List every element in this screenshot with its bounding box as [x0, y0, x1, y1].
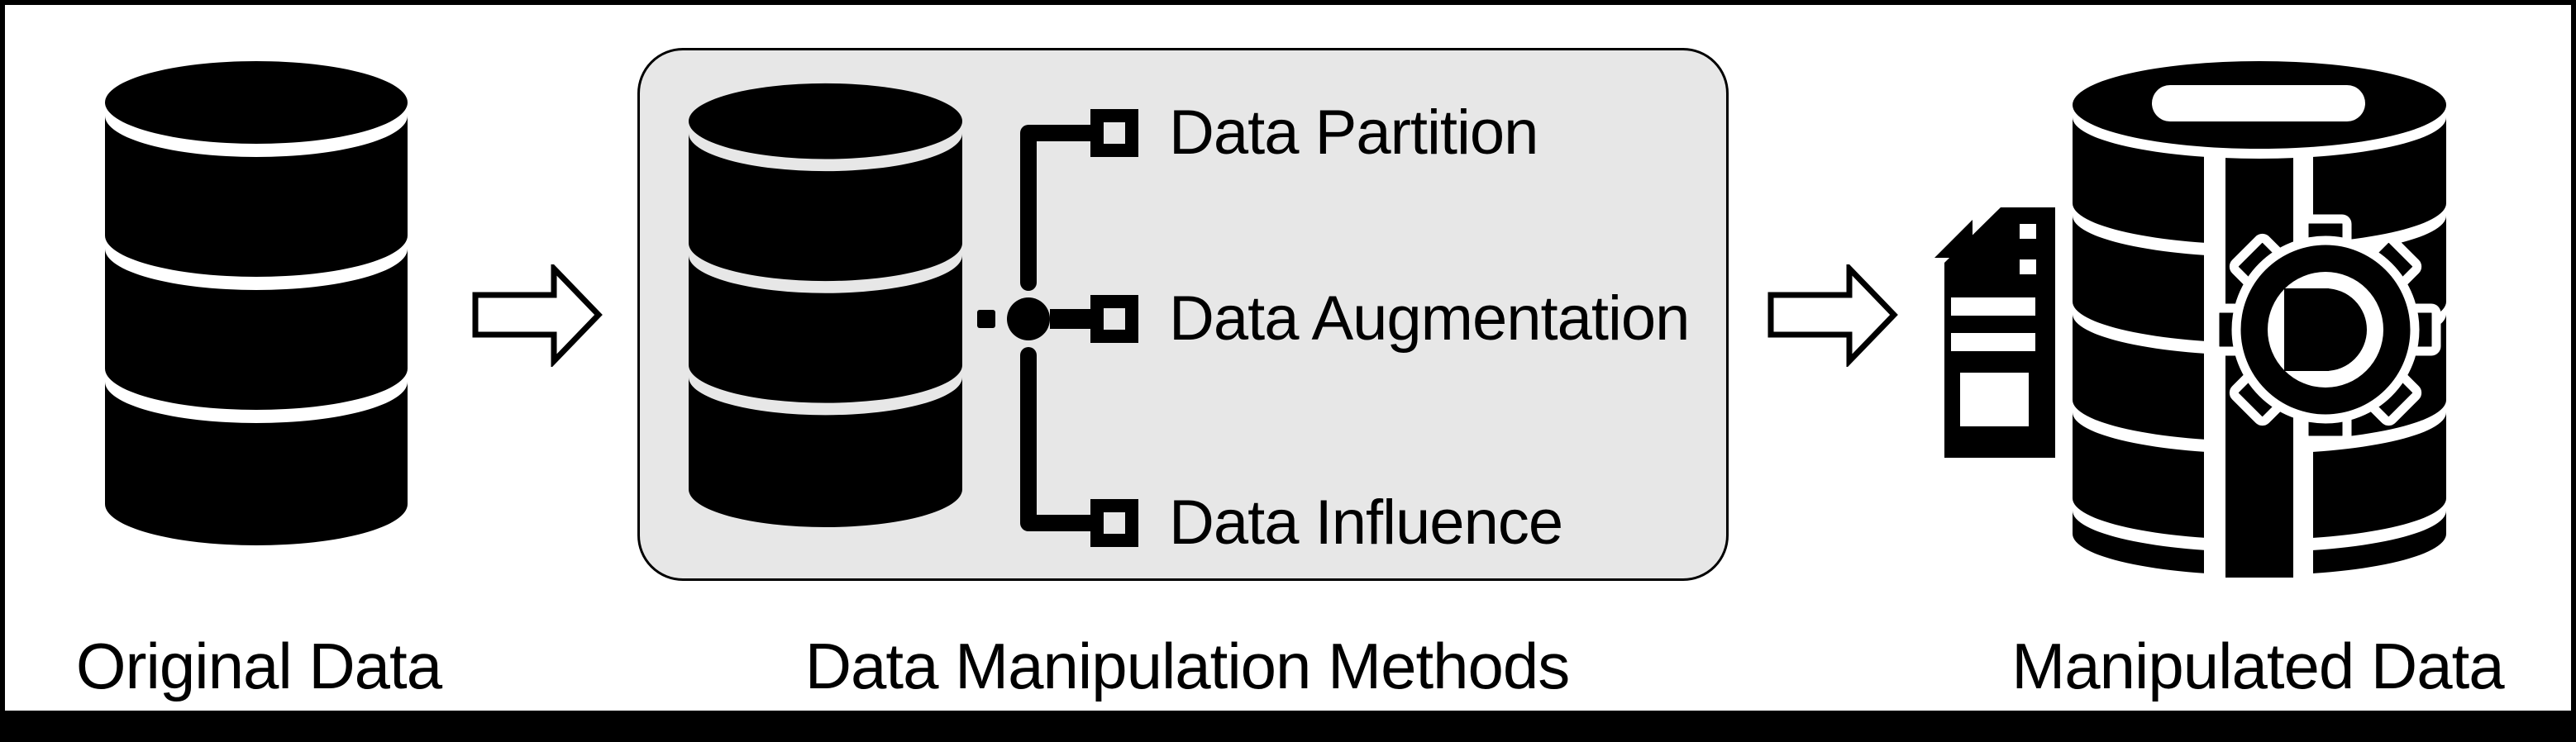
method-item-data-augmentation: Data Augmentation	[1169, 283, 1690, 354]
manipulated-data-label: Manipulated Data	[2011, 630, 2504, 702]
methods-box-caption: Data Manipulation Methods	[804, 630, 1571, 702]
database-icon	[689, 83, 962, 527]
method-item-data-partition: Data Partition	[1169, 98, 1538, 168]
database-icon	[105, 61, 408, 545]
gear-icon	[2210, 214, 2441, 445]
database-gear-document-icon	[1934, 61, 2446, 579]
block-arrow-right-icon	[472, 264, 603, 367]
document-icon	[1934, 207, 2055, 458]
branch-tree-connector-icon	[977, 109, 1138, 547]
original-data-label: Original Data	[75, 630, 442, 702]
method-item-data-influence: Data Influence	[1169, 488, 1563, 558]
block-arrow-right-icon	[1767, 264, 1898, 367]
diagram-canvas: Original Data	[5, 5, 2571, 711]
